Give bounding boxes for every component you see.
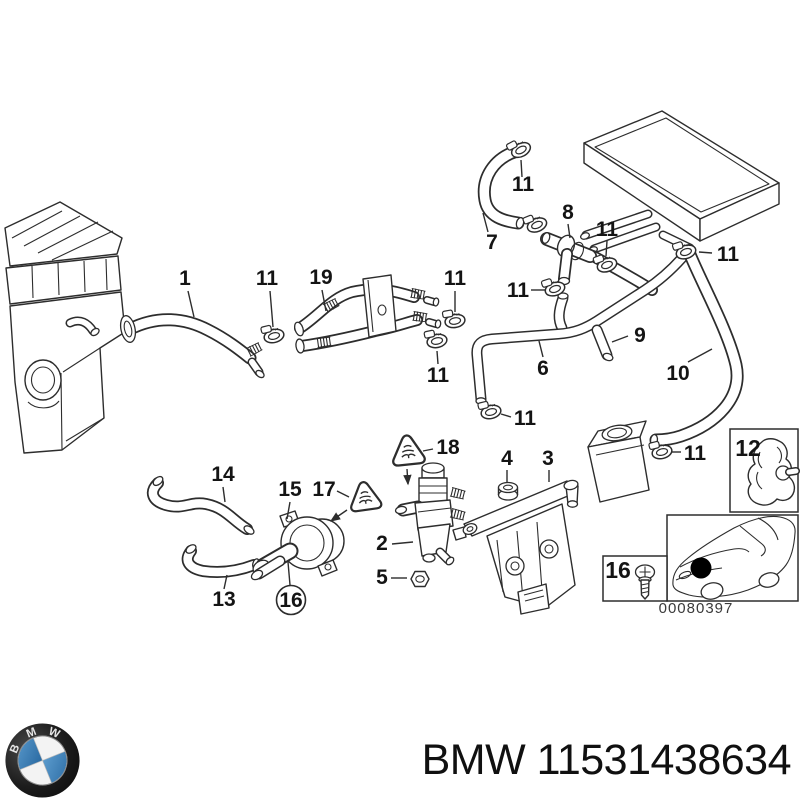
water-pipe-6 — [471, 252, 688, 405]
nut-5 — [410, 570, 430, 588]
callout-17-label: 17 — [312, 478, 335, 501]
callout-15-label: 15 — [278, 478, 302, 501]
callout-5-label: 5 — [376, 566, 388, 589]
callout-11-label: 11 — [507, 279, 530, 302]
hose-1-flange — [119, 315, 137, 343]
t-connector-8 — [540, 232, 597, 286]
callout-labels: 1 11 19 11 7 11 8 11 11 11 9 6 10 11 11 … — [179, 173, 740, 616]
callout-11-label: 11 — [444, 267, 467, 290]
callout-11-label: 11 — [512, 173, 535, 196]
triangle-17-arrow — [329, 509, 348, 522]
engine-hose-stub — [65, 316, 100, 337]
warning-triangle-17 — [346, 478, 383, 513]
pipe-branch-to-valve — [553, 292, 569, 334]
callout-13-label: 13 — [212, 588, 235, 611]
logo-letter-w: W — [47, 726, 62, 741]
pipe-stub-9 — [591, 324, 614, 362]
bracket-3 — [462, 479, 579, 615]
callout-14-label: 14 — [211, 463, 235, 486]
warning-triangle-18 — [389, 432, 427, 468]
callout-4-label: 4 — [501, 447, 513, 470]
circled-callout-16: 16 — [275, 584, 307, 616]
callout-1-label: 1 — [179, 267, 191, 290]
hose-7 — [477, 144, 525, 230]
callout-3-label: 3 — [542, 447, 554, 470]
triangle-18-arrow — [403, 468, 412, 486]
engine-block — [4, 201, 126, 454]
parts-diagram: 12 16 00080397 — [4, 110, 800, 617]
callout-10-label: 10 — [666, 362, 689, 385]
callout-2-label: 2 — [376, 532, 388, 555]
callout-9-label: 9 — [634, 324, 646, 347]
grommet-4 — [497, 481, 519, 501]
water-valve-2 — [394, 462, 467, 566]
callout-11-label: 11 — [596, 218, 619, 241]
callout-7-label: 7 — [486, 231, 498, 254]
callout-11-label: 11 — [427, 364, 450, 387]
callout-11-label: 11 — [256, 267, 279, 290]
bmw-logo: B M W — [4, 722, 81, 799]
callout-8-label: 8 — [562, 201, 574, 224]
hose-holder-12 — [747, 438, 800, 506]
inset-box-16: 16 — [602, 555, 668, 602]
formed-hose-13 — [181, 544, 260, 579]
callout-11-label: 11 — [717, 243, 740, 266]
image-number: 00080397 — [659, 600, 734, 617]
expansion-tank — [587, 420, 650, 503]
inset-12-label: 12 — [735, 435, 761, 461]
leader-lines — [187, 159, 713, 590]
screw-16 — [634, 564, 656, 600]
logo-letter-m: M — [25, 726, 38, 741]
aux-water-pump-15 — [250, 510, 345, 581]
coolant-hose-1 — [119, 313, 265, 379]
inset-box-12: 12 — [729, 428, 800, 513]
callout-11-label: 11 — [684, 442, 707, 465]
double-hose-19 — [293, 274, 442, 354]
callout-16-label: 16 — [279, 589, 302, 612]
return-hose-14 — [146, 475, 255, 535]
callout-19-label: 19 — [309, 266, 332, 289]
callout-6-label: 6 — [537, 357, 549, 380]
location-marker-dot — [690, 557, 712, 579]
inset-16-label: 16 — [605, 557, 631, 583]
car-location-inset — [666, 514, 799, 602]
callout-11-label: 11 — [514, 407, 537, 430]
car-sketch — [672, 515, 796, 600]
part-number-label: BMW 11531438634 — [421, 736, 792, 784]
callout-18-label: 18 — [436, 436, 460, 459]
